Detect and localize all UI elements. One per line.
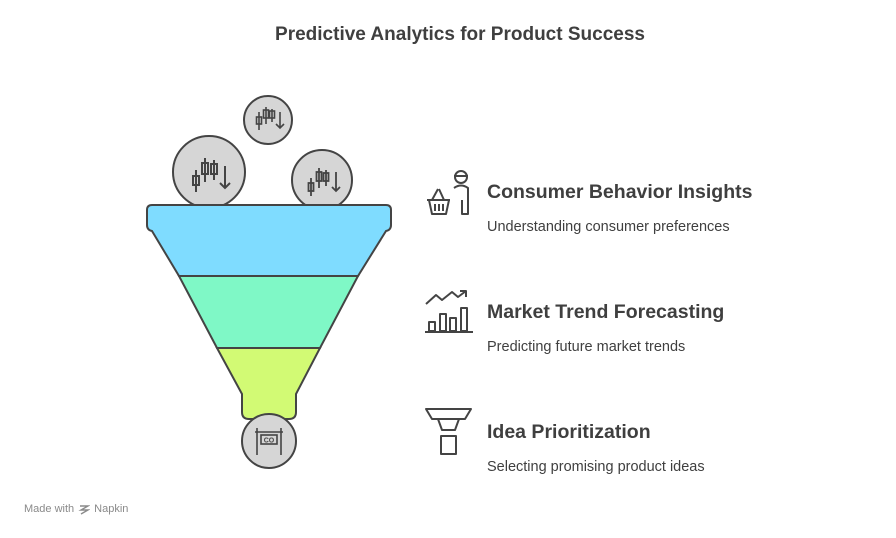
trend-chart-icon: [425, 290, 473, 333]
napkin-logo-icon: [78, 505, 91, 515]
item-title-consumer-behavior: Consumer Behavior Insights: [487, 181, 753, 203]
candlestick-chart-icon: [291, 149, 353, 211]
co-sign-icon: CO: [241, 413, 297, 469]
item-desc-idea-prioritization: Selecting promising product ideas: [487, 459, 705, 475]
page-title: Predictive Analytics for Product Success: [275, 24, 645, 45]
item-desc-consumer-behavior: Understanding consumer preferences: [487, 219, 730, 235]
item-title-idea-prioritization: Idea Prioritization: [487, 421, 651, 443]
funnel-filter-icon: [425, 408, 472, 455]
item-desc-market-trend: Predicting future market trends: [487, 339, 686, 355]
funnel-middle-layer: [177, 275, 360, 349]
svg-text:CO: CO: [264, 438, 275, 445]
funnel-bottom-layer: [215, 347, 322, 420]
funnel-top-layer: [146, 204, 392, 277]
made-with-napkin-footer[interactable]: Made with Napkin: [24, 503, 128, 515]
candlestick-chart-icon: [172, 135, 246, 209]
candlestick-chart-icon: [243, 95, 293, 145]
footer-prefix: Made with: [24, 503, 75, 515]
footer-brand: Napkin: [94, 503, 129, 515]
item-title-market-trend: Market Trend Forecasting: [487, 301, 725, 323]
shopper-basket-icon: [427, 170, 469, 215]
